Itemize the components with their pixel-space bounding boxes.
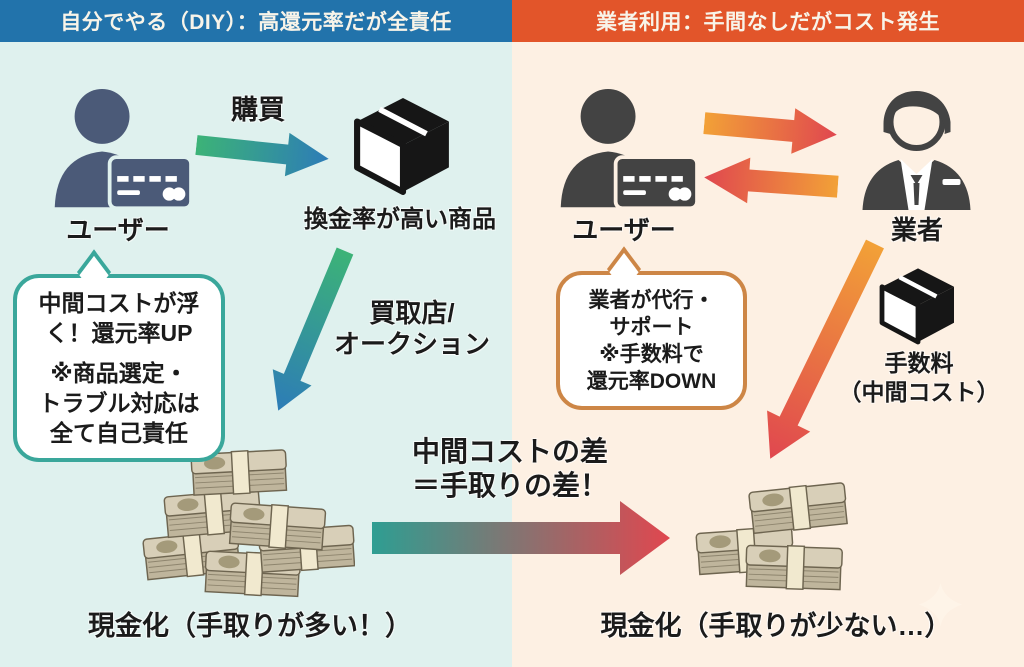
agent-note-bubble: 業者が代行・ サポート ※手数料で 還元率DOWN bbox=[556, 271, 747, 410]
bubble-text-line: サポート bbox=[609, 315, 694, 339]
product-label: 換金率が高い商品 bbox=[304, 206, 496, 233]
fee-label: 手数料 （中間コスト） bbox=[838, 350, 1000, 405]
diy-panel: 自分でやる（DIY）：高還元率だが全責任 ユーザー 購買 bbox=[0, 0, 512, 641]
bubble-text-line: 還元率DOWN bbox=[586, 369, 717, 393]
channel-label: 買取店/ オークション bbox=[333, 298, 490, 359]
bubble-text-line: 業者が代行・ bbox=[588, 288, 715, 312]
package-box-icon bbox=[878, 266, 958, 346]
purchase-arrow-label: 購買 bbox=[231, 95, 285, 125]
diy-note-bubble: 中間コストが浮 く！還元率UP ※商品選定・ トラブル対応は 全て自己責任 bbox=[13, 274, 225, 462]
bubble-text-line: ※手数料で bbox=[599, 342, 704, 366]
bubble-text-line: 中間コストが浮 bbox=[38, 290, 200, 316]
exchange-arrow-right-icon bbox=[702, 97, 840, 160]
agent-panel-user-label: ユーザー bbox=[572, 215, 676, 245]
sparkle-icon bbox=[918, 582, 963, 627]
bubble-text-line: トラブル対応は bbox=[38, 390, 200, 416]
diy-result-label: 現金化（手取りが多い！） bbox=[88, 611, 412, 641]
agent-result-label: 現金化（手取りが少ない…） bbox=[600, 611, 952, 641]
agent-label: 業者 bbox=[890, 215, 943, 245]
bubble-text-line: く！還元率UP bbox=[45, 320, 193, 346]
money-pile-icon bbox=[133, 447, 355, 607]
user-with-credit-card-icon bbox=[50, 88, 192, 213]
diy-user-label: ユーザー bbox=[66, 215, 170, 245]
money-pile-icon bbox=[690, 477, 866, 599]
cost-difference-label: 中間コストの差 ＝手取りの差！ bbox=[411, 436, 608, 501]
diy-down-arrow-icon bbox=[248, 243, 360, 435]
businessman-icon bbox=[854, 84, 980, 214]
agent-header: 業者利用：手間なしだがコスト発生 bbox=[512, 0, 1024, 42]
comparison-arrow-icon bbox=[372, 496, 674, 581]
agent-down-arrow-icon bbox=[752, 238, 888, 474]
bubble-text-line: ※商品選定・ bbox=[50, 360, 188, 386]
diy-header: 自分でやる（DIY）：高還元率だが全責任 bbox=[0, 0, 512, 42]
user-with-credit-card-icon bbox=[556, 88, 698, 213]
package-box-icon bbox=[352, 95, 454, 197]
bubble-text-line: 全て自己責任 bbox=[50, 420, 188, 446]
exchange-arrow-left-icon bbox=[702, 151, 839, 212]
purchase-arrow-icon bbox=[194, 119, 333, 185]
